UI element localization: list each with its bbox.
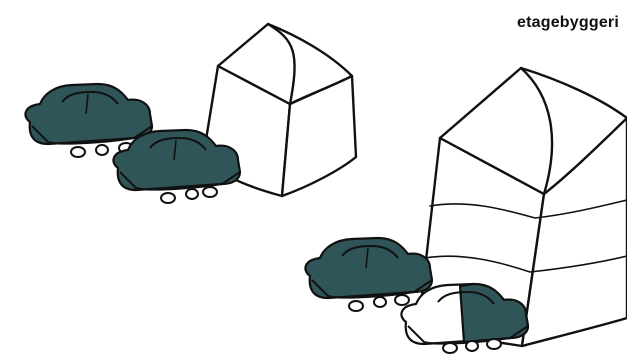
car-3 bbox=[305, 238, 432, 311]
